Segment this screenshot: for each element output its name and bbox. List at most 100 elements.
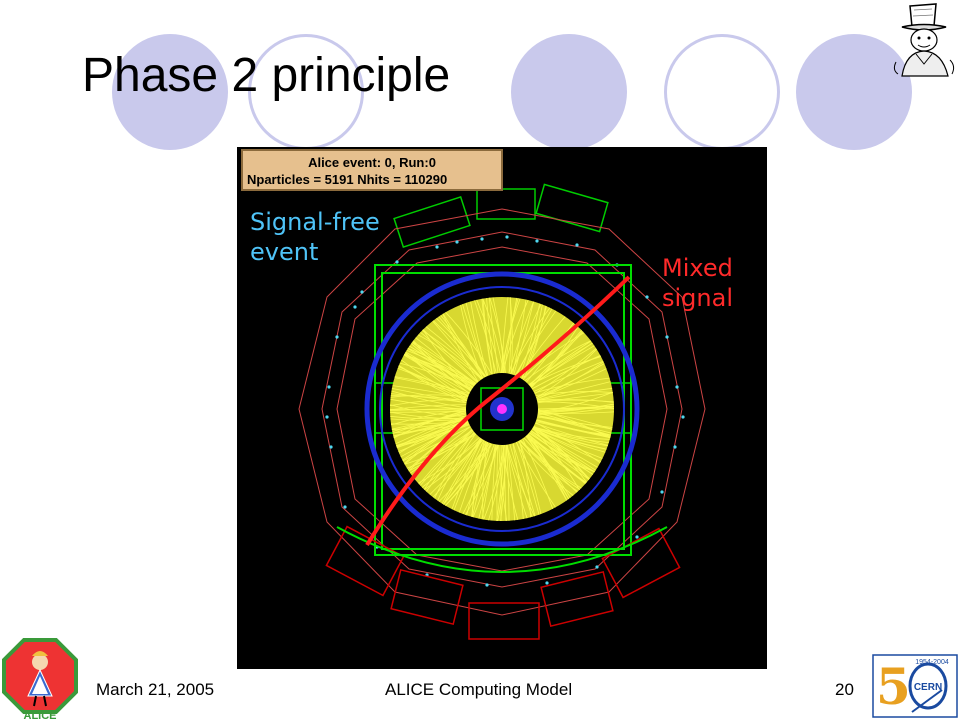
page-number: 20 <box>835 680 854 699</box>
signal-free-label: Signal-free event <box>250 208 380 266</box>
tpc-track <box>537 399 614 403</box>
tpc-track <box>394 377 469 396</box>
tpc-track <box>432 438 483 498</box>
tpc-track <box>465 302 488 377</box>
tpc-track <box>506 444 516 521</box>
tpc-track <box>496 444 499 521</box>
tpc-track <box>523 437 578 493</box>
tpc-track <box>391 390 467 409</box>
event-info-box: Alice event: 0, Run:0 Nparticles = 5191 … <box>241 149 503 191</box>
tpc-track <box>441 437 481 504</box>
tpc-track <box>445 312 493 375</box>
tpc-track <box>531 355 601 390</box>
tpc-track <box>429 438 483 495</box>
tpc-track <box>390 408 467 426</box>
tpc-track <box>497 444 507 521</box>
tpc-track <box>496 444 505 521</box>
tpc-track <box>531 428 596 471</box>
tpc-track <box>412 341 477 385</box>
tpc-track <box>394 376 470 395</box>
tpc-track <box>443 438 483 505</box>
tpc-track <box>415 337 476 386</box>
footer-date: March 21, 2005 <box>96 680 215 699</box>
tpc-track <box>402 426 471 462</box>
tpc-track <box>529 431 590 480</box>
tpc-track <box>537 405 615 410</box>
tpc-track <box>432 320 486 378</box>
tpc-track <box>537 391 613 413</box>
tpc-track <box>404 352 469 397</box>
tpc-track <box>440 315 486 378</box>
tpc-track <box>528 340 592 386</box>
tpc-track <box>423 429 473 490</box>
cern-50-logo-icon: 5 CERN 1954-2004 <box>872 654 958 718</box>
alice-logo-text: ALICE <box>24 710 57 720</box>
tpc-track <box>537 415 612 434</box>
tpc-track <box>395 415 467 445</box>
tpc-track <box>470 301 489 377</box>
tpc-track <box>521 332 585 380</box>
tpc-track <box>535 348 597 399</box>
tpc-track <box>482 441 489 520</box>
tpc-track <box>390 415 468 420</box>
tpc-track <box>389 404 467 417</box>
tpc-track <box>408 432 476 472</box>
tpc-track <box>419 430 474 486</box>
decor-circle-1 <box>112 34 228 150</box>
tpc-track <box>537 410 613 430</box>
tpc-track <box>509 443 533 518</box>
tpc-track <box>432 320 482 380</box>
tpc-track <box>537 412 611 437</box>
tpc-track <box>528 432 595 473</box>
decor-circle-5 <box>796 34 912 150</box>
tpc-track <box>525 322 575 383</box>
tpc-track <box>519 439 581 490</box>
tpc-track <box>506 444 535 517</box>
tpc-track <box>527 433 590 480</box>
tpc-track <box>527 433 568 501</box>
tpc-track <box>530 430 594 475</box>
mixed-signal-label: Mixed signal <box>662 254 733 312</box>
tpc-track <box>532 427 607 450</box>
tpc-track <box>500 298 521 374</box>
tpc-track <box>536 363 605 399</box>
tpc-track <box>392 412 467 432</box>
tpc-track <box>515 442 556 508</box>
tpc-track <box>527 434 587 484</box>
tpc-track <box>403 354 470 394</box>
tpc-track <box>512 443 536 517</box>
decor-circle-4 <box>664 34 780 150</box>
tpc-track <box>533 426 608 447</box>
tpc-track <box>512 299 527 375</box>
tpc-track <box>533 360 604 393</box>
tpc-track <box>517 440 574 496</box>
svg-text:5: 5 <box>876 657 911 716</box>
tpc-track <box>390 394 469 398</box>
tpc-track <box>508 297 512 374</box>
tpc-track <box>481 298 493 375</box>
tpc-track <box>537 416 613 428</box>
tpc-track <box>410 343 472 391</box>
tpc-track <box>438 442 489 502</box>
tpc-track <box>534 348 597 395</box>
event-info-line1: Alice event: 0, Run:0 <box>308 155 436 170</box>
tpc-track <box>536 368 607 400</box>
tpc-track <box>425 326 483 379</box>
tpc-track <box>442 313 484 379</box>
tpc-track <box>422 329 479 383</box>
tpc-track <box>417 334 482 380</box>
tpc-track <box>537 411 615 415</box>
footer-title: ALICE Computing Model <box>385 680 573 699</box>
tpc-track <box>396 423 470 447</box>
tpc-track <box>536 387 613 401</box>
tpc-track <box>529 345 595 387</box>
tpc-track <box>389 410 467 413</box>
slide-title: Phase 2 principle <box>82 49 451 102</box>
tpc-track <box>389 404 467 411</box>
tpc-track <box>421 436 480 488</box>
tpc-track <box>532 427 602 462</box>
tpc-track <box>492 297 505 374</box>
tpc-track <box>488 297 499 374</box>
tpc-track <box>500 444 507 522</box>
